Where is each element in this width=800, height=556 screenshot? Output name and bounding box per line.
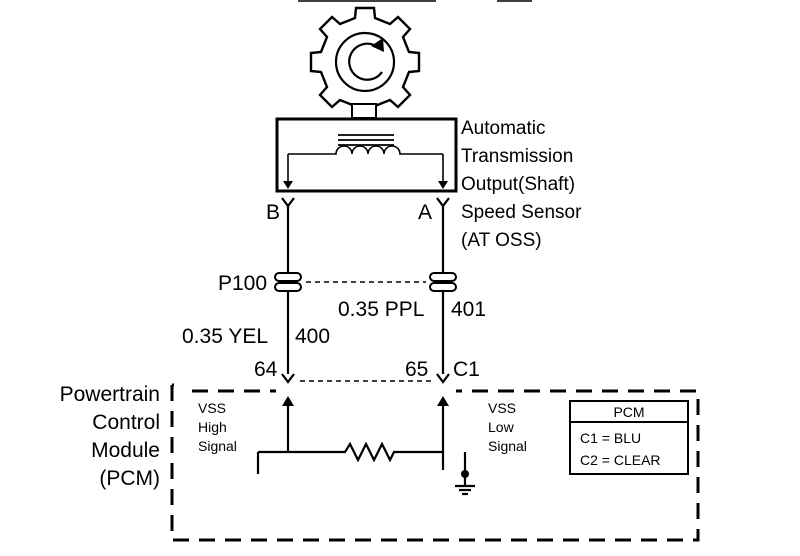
vss-high-line-2: High xyxy=(198,419,227,435)
sensor-label-line-2: Transmission xyxy=(461,146,573,167)
sensor-box xyxy=(275,117,458,193)
pin-a-terminal xyxy=(436,197,450,208)
sensor-label-line-4: Speed Sensor xyxy=(461,202,582,223)
left-wire-color: 0.35 YEL xyxy=(182,325,268,348)
coil-arrow-b xyxy=(283,181,293,189)
pcm-legend xyxy=(569,400,689,475)
sensor-core xyxy=(338,134,394,146)
pcm-connector-c1: C1 xyxy=(453,358,480,381)
pcm-pin-64: 64 xyxy=(254,358,278,381)
p100-connector-left xyxy=(274,272,302,292)
rotation-arrow-icon xyxy=(348,38,384,81)
vss-high-line-3: Signal xyxy=(198,438,237,454)
vss-high-line-1: VSS xyxy=(198,400,226,416)
pin-b-label: B xyxy=(266,201,280,224)
pin-a-label: A xyxy=(418,201,432,224)
pcm-terminal-65 xyxy=(436,373,450,384)
pcm-terminal-64 xyxy=(281,373,295,384)
right-wire-color: 0.35 PPL xyxy=(338,298,424,321)
resistor-icon xyxy=(258,441,443,463)
coil-arrow-a xyxy=(438,181,448,189)
pcm-label-line-3: Module xyxy=(91,439,160,462)
pcm-pin-65: 65 xyxy=(405,358,428,381)
low-signal-arrow xyxy=(437,396,449,406)
p100-label: P100 xyxy=(218,272,267,295)
sensor-label-line-5: (AT OSS) xyxy=(461,230,542,251)
right-wire-circuit: 401 xyxy=(451,298,486,321)
sensor-label-line-1: Automatic xyxy=(461,118,545,139)
left-wire-circuit: 400 xyxy=(295,325,330,348)
pin-b-terminal xyxy=(281,197,295,208)
legend-row-c1: C1 = BLU xyxy=(580,430,641,446)
pcm-label-line-2: Control xyxy=(92,411,160,434)
sensor-label-line-3: Output(Shaft) xyxy=(461,174,575,195)
pcm-box xyxy=(170,383,700,542)
pcm-label-line-4: (PCM) xyxy=(99,467,160,490)
coil-icon xyxy=(288,145,443,155)
high-signal-arrow xyxy=(282,396,294,406)
vss-low-line-3: Signal xyxy=(488,438,527,454)
legend-row-c2: C2 = CLEAR xyxy=(580,452,661,468)
legend-title: PCM xyxy=(613,404,644,420)
sensor-tab xyxy=(351,103,377,119)
vss-low-line-2: Low xyxy=(488,419,515,435)
p100-connector-right xyxy=(429,272,457,292)
gear-icon xyxy=(309,6,421,118)
ground-icon xyxy=(455,452,475,496)
vss-low-line-1: VSS xyxy=(488,400,516,416)
pcm-label-line-1: Powertrain xyxy=(60,383,160,406)
